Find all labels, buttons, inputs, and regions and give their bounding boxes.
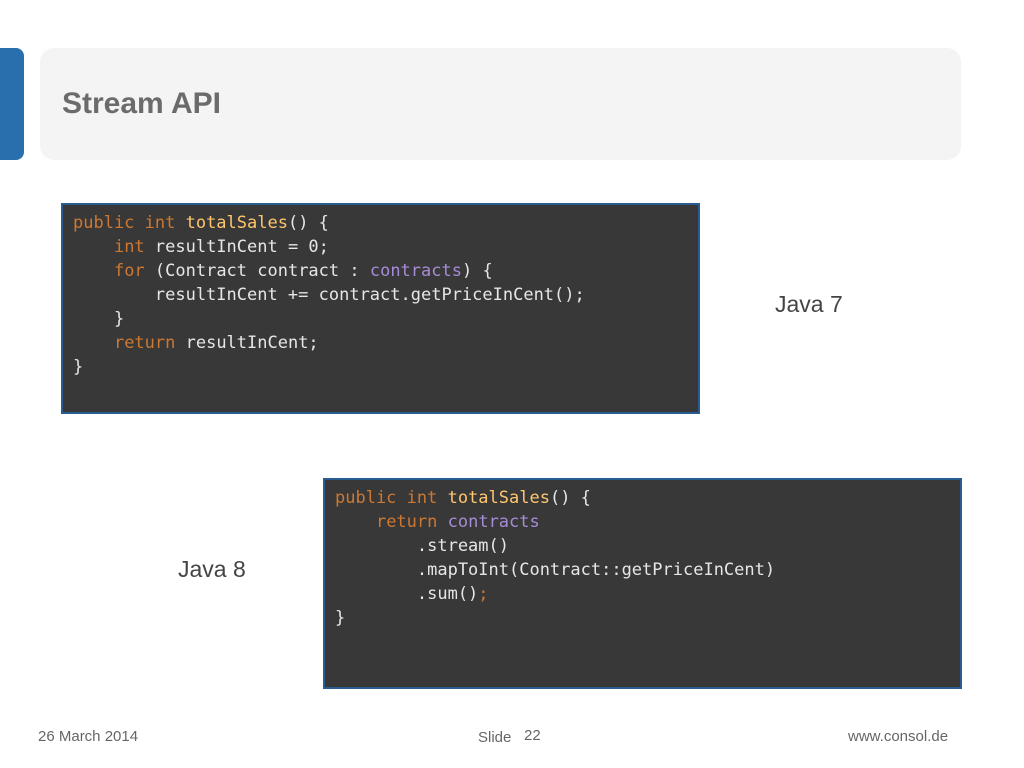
- code-java7-text: public int totalSales() { int resultInCe…: [73, 211, 688, 379]
- code-line: return contracts: [375, 512, 540, 532]
- left-accent-bar: [0, 48, 24, 160]
- title-bar: [40, 48, 961, 160]
- java7-label: Java 7: [775, 291, 843, 317]
- code-line: }: [73, 357, 84, 377]
- footer-url: www.consol.de: [848, 728, 949, 745]
- code-line: int resultInCent = 0;: [113, 237, 329, 257]
- slide-title: Stream API: [62, 87, 221, 120]
- code-line: .sum();: [335, 584, 489, 604]
- java8-label: Java 8: [178, 556, 246, 582]
- code-line: }: [335, 608, 346, 628]
- code-line: }: [73, 309, 125, 329]
- code-line: return resultInCent;: [113, 333, 319, 353]
- code-line: for (Contract contract : contracts) {: [113, 261, 493, 281]
- code-java8-text: public int totalSales() { return contrac…: [335, 486, 950, 630]
- code-line: resultInCent += contract.getPriceInCent(…: [73, 285, 585, 305]
- footer-date: 26 March 2014: [38, 728, 139, 745]
- footer-slide-number: 22: [524, 727, 541, 744]
- code-line: .mapToInt(Contract::getPriceInCent): [335, 560, 776, 580]
- code-line: public int totalSales() {: [73, 213, 329, 233]
- code-block-java7: public int totalSales() { int resultInCe…: [61, 203, 700, 414]
- code-line: .stream(): [335, 536, 509, 556]
- code-line: public int totalSales() {: [335, 488, 591, 508]
- footer-slide-label: Slide: [478, 729, 512, 746]
- code-block-java8: public int totalSales() { return contrac…: [323, 478, 962, 689]
